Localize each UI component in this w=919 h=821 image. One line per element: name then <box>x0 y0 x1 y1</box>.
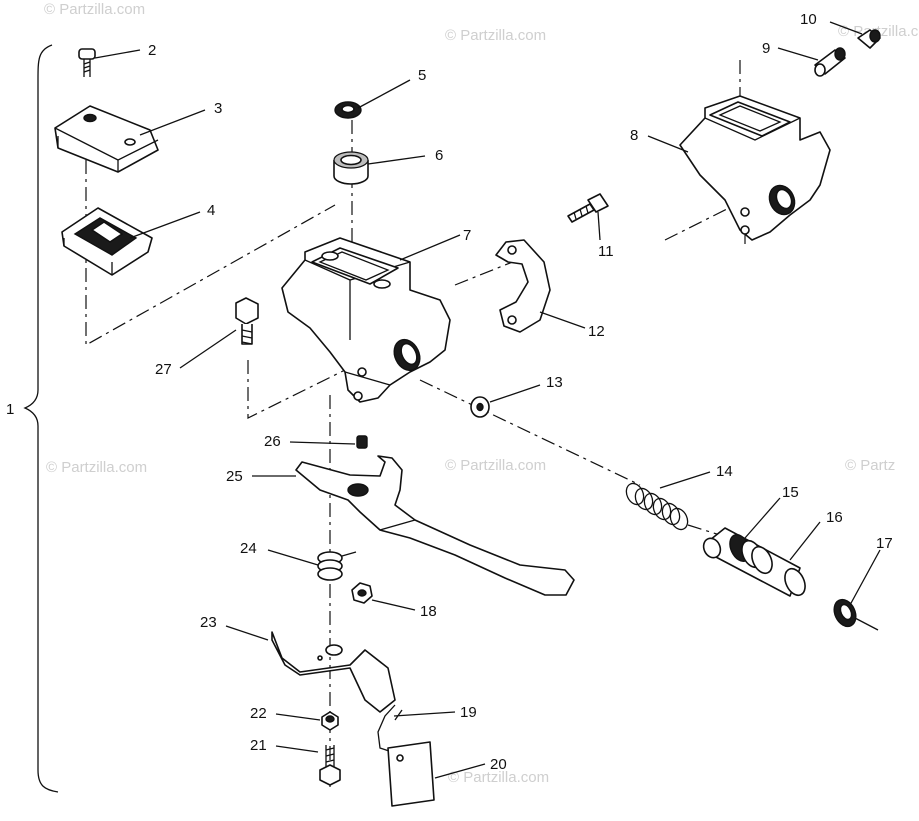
screw-part-2 <box>78 48 96 77</box>
fitting-part-9 <box>814 47 846 77</box>
piston-part-15-16 <box>702 527 806 597</box>
watermark: © Partz <box>845 457 895 474</box>
callout-17: 17 <box>876 535 893 552</box>
torsion-spring-part-24 <box>317 551 357 581</box>
callout-12: 12 <box>588 323 605 340</box>
callout-14: 14 <box>716 463 733 480</box>
callout-16: 16 <box>826 509 843 526</box>
callout-25: 25 <box>226 468 243 485</box>
nut-part-22 <box>321 711 339 731</box>
callout-20: 20 <box>490 756 507 773</box>
callout-24: 24 <box>240 540 257 557</box>
callout-21: 21 <box>250 737 267 754</box>
spring-part-14 <box>625 482 689 531</box>
callout-23: 23 <box>200 614 217 631</box>
callout-22: 22 <box>250 705 267 722</box>
callout-5: 5 <box>418 67 426 84</box>
nut-part-18 <box>351 582 373 604</box>
axis-line <box>247 360 346 419</box>
callout-13: 13 <box>546 374 563 391</box>
bolt-part-11 <box>567 193 609 223</box>
master-cylinder-body-part-8 <box>679 95 831 241</box>
callout-3: 3 <box>214 100 222 117</box>
watermark: © Partzilla.com <box>445 27 546 44</box>
callout-1: 1 <box>6 401 14 418</box>
axis-line <box>687 524 721 536</box>
callout-8: 8 <box>630 127 638 144</box>
pivot-bolt-part-27 <box>235 297 259 345</box>
axis-line <box>419 379 641 486</box>
callout-9: 9 <box>762 40 770 57</box>
cap-part-10 <box>857 29 881 49</box>
callout-10: 10 <box>800 11 817 28</box>
callout-4: 4 <box>207 202 215 219</box>
bolt-part-21 <box>319 745 341 786</box>
bushing-part-6 <box>333 151 369 185</box>
master-cylinder-body-part-7 <box>281 237 451 403</box>
callout-6: 6 <box>435 147 443 164</box>
callout-27: 27 <box>155 361 172 378</box>
reservoir-cover-part-3 <box>54 105 159 173</box>
pin-part-26 <box>356 435 368 449</box>
seal-part-17 <box>833 598 879 631</box>
leader-lines <box>94 21 881 779</box>
callout-7: 7 <box>463 227 471 244</box>
bracket-part-23 <box>271 631 396 713</box>
washer-part-13 <box>470 396 490 418</box>
brake-lever-part-25 <box>295 455 575 596</box>
clamp-part-12 <box>495 239 551 333</box>
watermark: © Partzilla.com <box>445 457 546 474</box>
watermark: © Partzilla.com <box>46 459 147 476</box>
callout-19: 19 <box>460 704 477 721</box>
watermark: © Partzilla.com <box>44 1 145 18</box>
diaphragm-part-4 <box>61 207 153 276</box>
washer-part-5 <box>334 101 362 119</box>
callout-11: 11 <box>598 243 614 260</box>
callout-26: 26 <box>264 433 281 450</box>
tag-part-20 <box>387 741 435 807</box>
strap-part-19 <box>377 704 403 753</box>
watermark: © Partzilla.com <box>448 769 549 786</box>
callout-2: 2 <box>148 42 156 59</box>
callout-18: 18 <box>420 603 437 620</box>
assembly-brace <box>23 44 59 793</box>
callout-15: 15 <box>782 484 799 501</box>
